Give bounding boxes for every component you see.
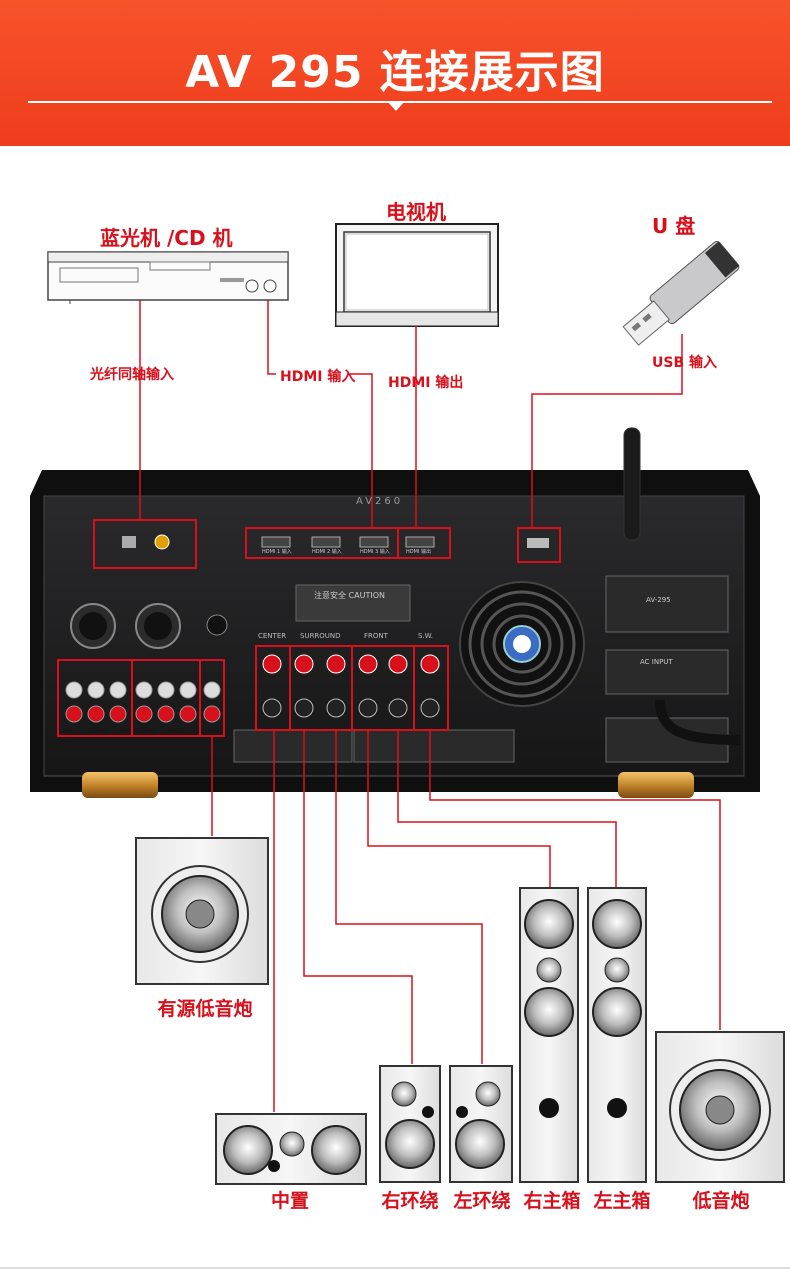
- rca-input-jacks: [57, 659, 225, 737]
- center-speaker-label: 中置: [270, 1190, 309, 1212]
- optical-coax-label: 光纤同轴输入: [90, 367, 174, 383]
- subwoofer-label: 低音炮: [692, 1190, 750, 1212]
- bluray-player-icon: [47, 251, 289, 304]
- caution-label: 注意安全 CAUTION: [314, 591, 385, 600]
- left-main-speaker-icon: [587, 887, 647, 1183]
- hdmi-out-port-box: [397, 527, 451, 559]
- left-surround-label: 左环绕: [453, 1190, 511, 1212]
- hdmi-port-2: HDMI 2 输入: [312, 549, 342, 555]
- hdmi-port-3: HDMI 3 输入: [360, 549, 390, 555]
- hdmi-port-out: HDMI 输出: [406, 549, 431, 555]
- center-speaker-icon: [215, 1113, 367, 1185]
- active-subwoofer-label: 有源低音炮: [157, 998, 253, 1020]
- usb-in-label: USB 输入: [652, 355, 717, 371]
- bluray-label: 蓝光机 /CD 机: [100, 226, 233, 250]
- hdmi-in-label: HDMI 输入: [280, 369, 356, 385]
- channel-sw: S.W.: [418, 632, 434, 640]
- amp-brand: AV260: [356, 496, 404, 507]
- right-surround-speaker-icon: [379, 1065, 441, 1183]
- header-pointer-icon: [387, 101, 405, 111]
- page-title: AV 295 连接展示图: [185, 47, 605, 98]
- channel-surround: SURROUND: [300, 632, 341, 640]
- hdmi-out-label: HDMI 输出: [388, 375, 464, 391]
- speaker-terminals: [255, 645, 449, 731]
- connection-lines: [139, 300, 721, 1112]
- left-surround-speaker-icon: [449, 1065, 513, 1183]
- usb-label: U 盘: [652, 214, 696, 238]
- tv-label: 电视机: [386, 200, 446, 224]
- left-main-label: 左主箱: [593, 1190, 651, 1212]
- subwoofer-icon: [655, 1031, 785, 1183]
- header-banner: AV 295 连接展示图: [0, 0, 790, 146]
- hdmi-port-1: HDMI 1 输入: [262, 549, 292, 555]
- channel-front: FRONT: [364, 632, 388, 640]
- usb-drive-icon: [622, 240, 740, 346]
- optical-coax-port-box: [93, 519, 197, 569]
- right-main-label: 右主箱: [523, 1190, 581, 1212]
- ac-input-label: AC INPUT: [640, 658, 673, 666]
- model-label: AV-295: [646, 596, 671, 604]
- tv-icon: [335, 223, 499, 327]
- usb-port-box: [517, 527, 561, 563]
- right-main-speaker-icon: [519, 887, 579, 1183]
- right-surround-label: 右环绕: [381, 1190, 439, 1212]
- channel-center: CENTER: [258, 632, 287, 640]
- active-subwoofer-icon: [135, 837, 269, 985]
